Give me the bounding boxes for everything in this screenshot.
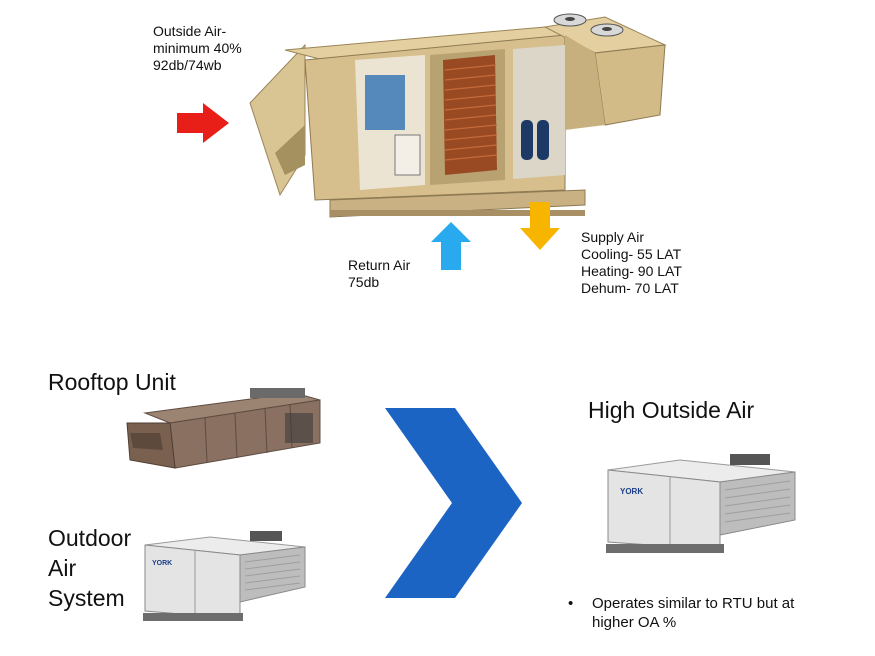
bullet-text-line-1: Operates similar to RTU but at — [592, 595, 795, 612]
outside-air-arrow-icon — [177, 103, 229, 143]
outdoor-label-line-1: Outdoor — [48, 525, 132, 551]
outdoor-air-unit-illustration: YORK — [143, 531, 306, 621]
return-air-arrow-icon — [431, 222, 471, 270]
york-logo-large: YORK — [620, 487, 643, 496]
high-outside-air-unit-illustration: YORK — [606, 454, 796, 553]
supply-air-arrow-icon — [520, 202, 560, 250]
supply-air-line-4: Dehum- 70 LAT — [581, 280, 679, 296]
outdoor-air-system-label: Outdoor Air System — [48, 523, 131, 613]
outdoor-label-line-2: Air — [48, 555, 77, 581]
supply-air-line-1: Supply Air — [581, 229, 645, 245]
york-logo-small: YORK — [152, 560, 172, 567]
outdoor-label-line-3: System — [48, 585, 125, 611]
rooftop-unit-illustration — [126, 388, 321, 469]
supply-air-line-3: Heating- 90 LAT — [581, 263, 682, 279]
supply-air-line-2: Cooling- 55 LAT — [581, 246, 682, 262]
bullet-text-line-2: higher OA % — [592, 614, 677, 631]
return-air-label: Return Air 75db — [348, 257, 410, 291]
rooftop-unit-label: Rooftop Unit — [48, 369, 176, 395]
bullet-icon: • — [568, 595, 574, 612]
outside-air-line-2: minimum 40% — [153, 40, 242, 56]
return-air-line-2: 75db — [348, 274, 380, 290]
chevron-right-icon — [385, 408, 522, 598]
outside-air-line-3: 92db/74wb — [153, 57, 222, 73]
outside-air-label: Outside Air- minimum 40% 92db/74wb — [153, 23, 242, 74]
outside-air-line-1: Outside Air- — [153, 23, 227, 39]
high-outside-air-label: High Outside Air — [588, 397, 755, 423]
supply-air-label: Supply Air Cooling- 55 LAT Heating- 90 L… — [581, 229, 682, 297]
bullet-item: • Operates similar to RTU but at higher … — [568, 594, 868, 632]
rtu-cutaway-illustration — [249, 13, 667, 218]
return-air-line-1: Return Air — [348, 257, 411, 273]
bullet-text: Operates similar to RTU but at higher OA… — [592, 594, 794, 632]
